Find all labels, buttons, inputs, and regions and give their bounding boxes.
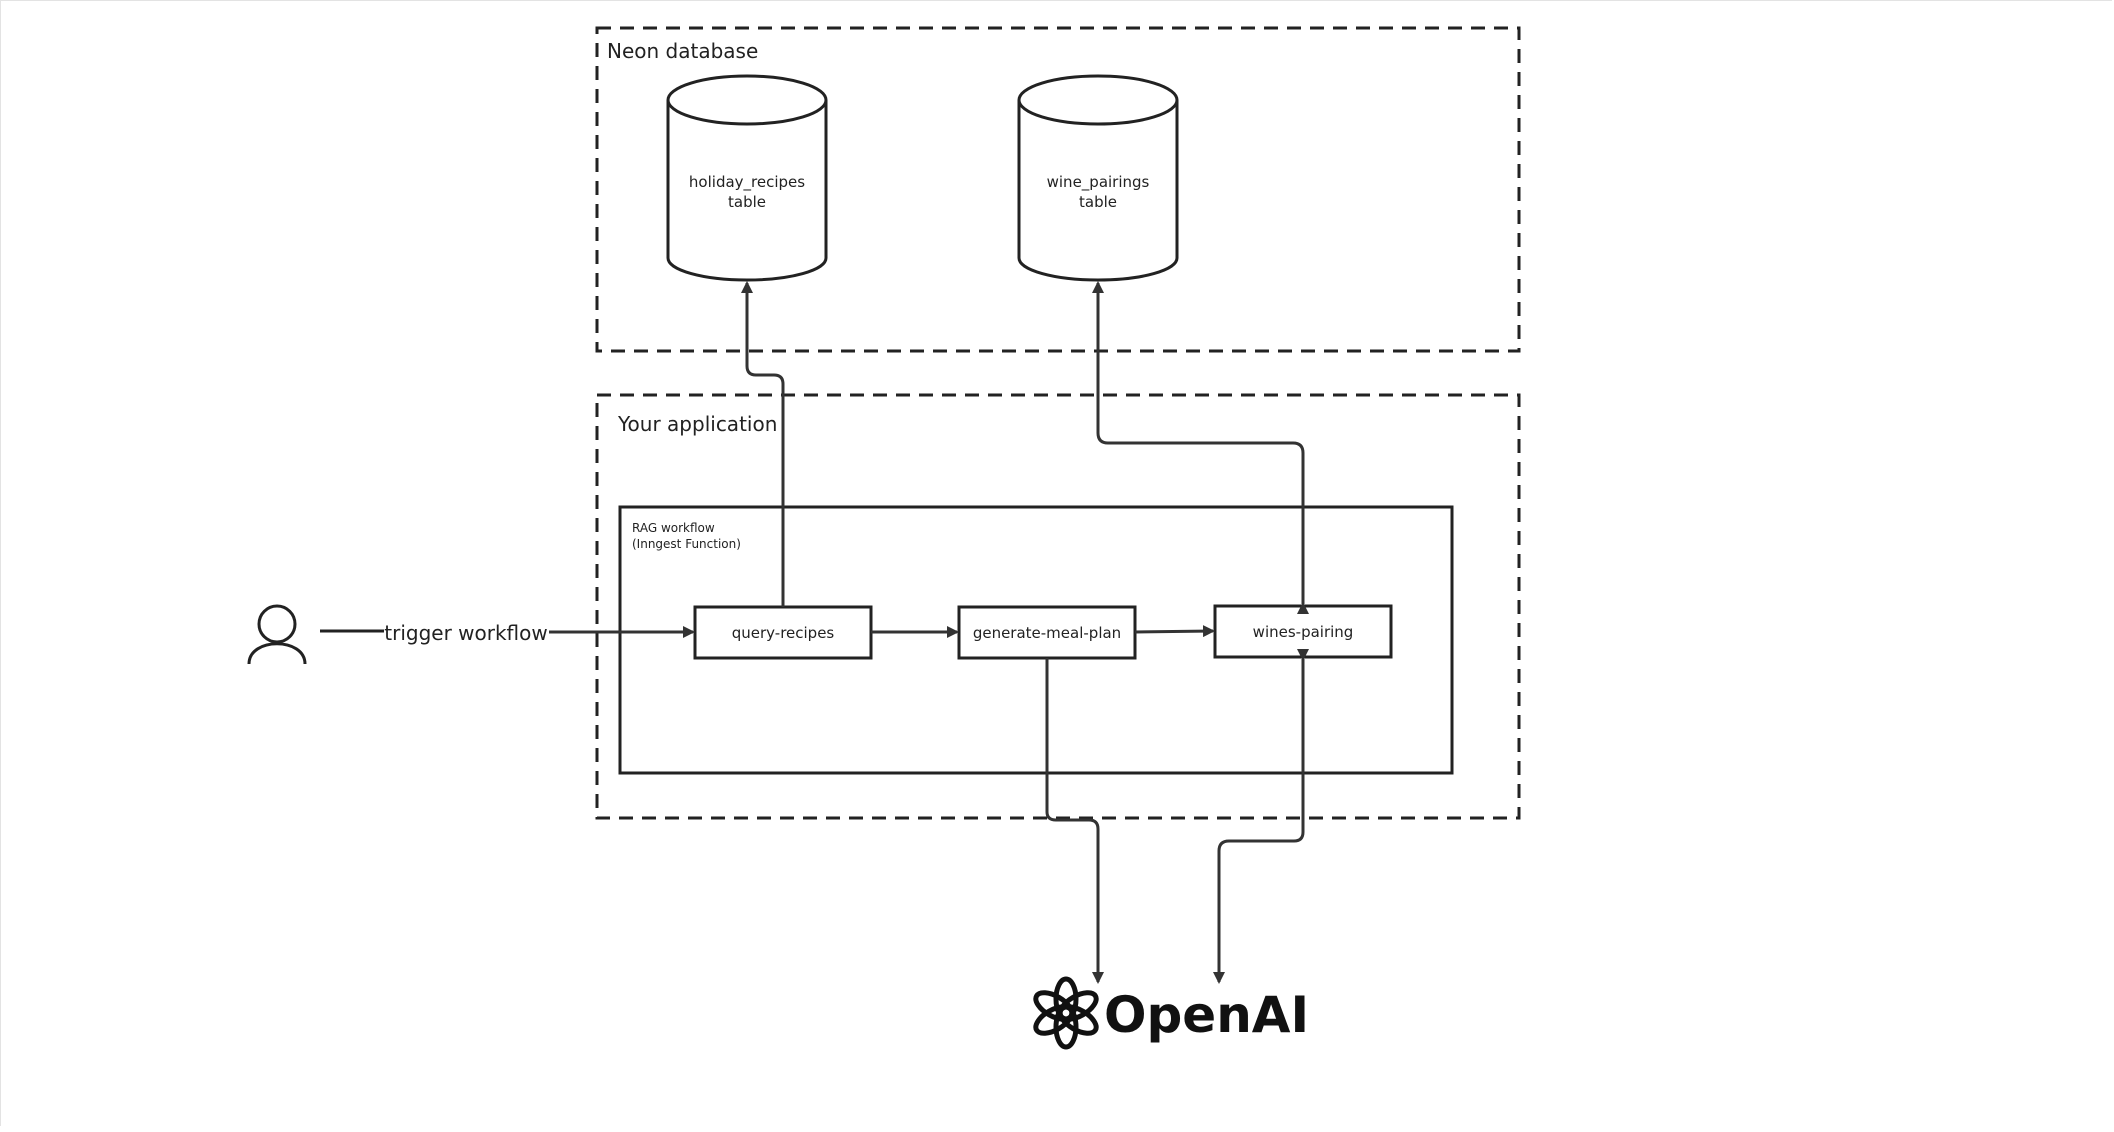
table-kind: table: [728, 193, 766, 211]
query-to-recipes-arrow: [741, 281, 785, 607]
rag-workflow-boundary: [618, 505, 1454, 775]
openai-logo: OpenAI: [1033, 976, 1309, 1050]
step-box: [957, 605, 1137, 660]
step-label: query-recipes: [732, 624, 835, 642]
table-name: holiday_recipes: [689, 173, 805, 192]
user-icon: [247, 604, 307, 665]
step-label: wines-pairing: [1253, 623, 1354, 641]
neon-database-boundary: [595, 26, 1521, 353]
rag-workflow-title: RAG workflow: [632, 521, 715, 535]
rag-workflow-subtitle: (Inngest Function): [632, 537, 741, 551]
step-label: generate-meal-plan: [973, 624, 1121, 642]
openai-knot-icon: [1033, 976, 1099, 1050]
holiday-recipes-table[interactable]: holiday_recipes table: [666, 74, 828, 282]
wines-pairing-table-arrow: [1092, 281, 1309, 614]
neon-database-label: Neon database: [607, 39, 758, 63]
table-kind: table: [1079, 193, 1117, 211]
neon-database-group: Neon database: [595, 26, 1521, 353]
rag-workflow-container: RAG workflow (Inngest Function): [618, 505, 1454, 775]
generate-to-wines-arrow: [1134, 625, 1215, 638]
step-generate-meal-plan[interactable]: generate-meal-plan: [957, 605, 1137, 660]
cylinder-top: [1017, 74, 1179, 126]
wine-pairings-table[interactable]: wine_pairings table: [1017, 74, 1179, 282]
generate-to-openai-arrow: [1045, 658, 1104, 984]
cylinder-top: [666, 74, 828, 126]
wines-to-openai-arrow: [1213, 649, 1309, 984]
cylinder-body: [666, 100, 828, 282]
table-name: wine_pairings: [1047, 173, 1150, 192]
your-application-group: Your application: [595, 393, 1521, 820]
trigger-workflow-edge: trigger workflow: [320, 621, 695, 645]
trigger-workflow-label: trigger workflow: [384, 621, 548, 645]
your-application-label: Your application: [617, 412, 777, 436]
your-application-boundary: [595, 393, 1521, 820]
openai-wordmark: OpenAI: [1104, 986, 1309, 1044]
cylinder-body: [1017, 100, 1179, 282]
step-query-recipes[interactable]: query-recipes: [693, 605, 873, 660]
